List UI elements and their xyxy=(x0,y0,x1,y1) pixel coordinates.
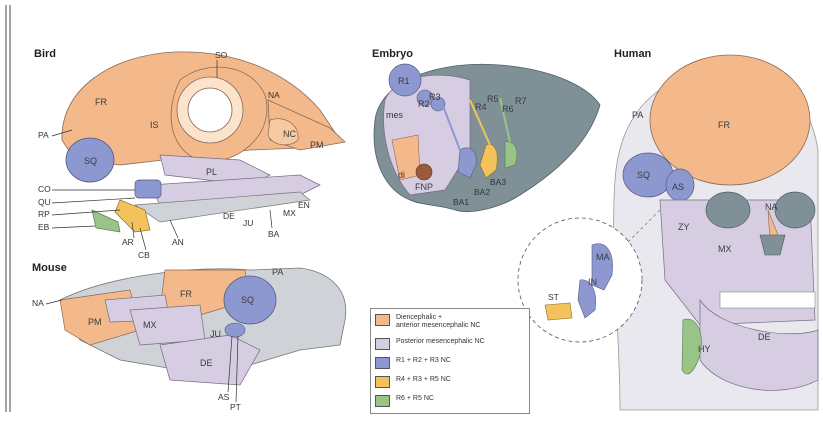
bird-label-is: IS xyxy=(150,120,159,130)
leader-line xyxy=(52,210,120,215)
mouse-label-pt: PT xyxy=(230,402,241,412)
embryo-label-mes: mes xyxy=(386,110,404,120)
bird-label-so: SO xyxy=(215,50,228,60)
legend-item: Diencephalic + anterior mesencephalic NC xyxy=(375,314,480,330)
bird-label-cb: CB xyxy=(138,250,150,260)
bird-label-ba: BA xyxy=(268,229,280,239)
embryo-label-r1: R1 xyxy=(398,76,410,86)
legend-swatch xyxy=(375,395,390,407)
embryo-label-r5: R5 xyxy=(487,94,499,104)
mouse-label-as: AS xyxy=(218,392,230,402)
bird-label-rp: RP xyxy=(38,209,50,219)
bird-eb xyxy=(92,210,120,232)
legend-swatch xyxy=(375,338,390,350)
mouse-middle-ear xyxy=(225,323,245,337)
embryo-label-ba1: BA1 xyxy=(453,197,469,207)
leader-line xyxy=(270,210,272,228)
embryo-label-r2: R2 xyxy=(418,99,430,109)
legend-label: R6 + R5 NC xyxy=(396,395,434,403)
human-label-pa: PA xyxy=(632,110,643,120)
bird-label-pl: PL xyxy=(206,167,217,177)
human-label-ma: MA xyxy=(596,252,610,262)
human-label-sq: SQ xyxy=(637,170,650,180)
human-label-in: IN xyxy=(588,277,597,287)
bird-label-de: DE xyxy=(223,211,235,221)
bird-label-sq: SQ xyxy=(84,156,97,166)
embryo-label-fnp: FNP xyxy=(415,182,433,192)
leader-line xyxy=(170,220,178,238)
embryo-label-r3: R3 xyxy=(429,92,441,102)
mouse-label-sq: SQ xyxy=(241,295,254,305)
leader-line xyxy=(46,300,62,304)
bird-label-ar: AR xyxy=(122,237,134,247)
embryo-label-r7: R7 xyxy=(515,96,527,106)
bird-quadrate xyxy=(135,180,161,198)
embryo-label-r4: R4 xyxy=(475,102,487,112)
legend-swatch xyxy=(375,357,390,369)
bird-eye xyxy=(188,88,232,132)
bird-label-en: EN xyxy=(298,200,310,210)
mouse-label-na: NA xyxy=(32,298,44,308)
human-label-st: ST xyxy=(548,292,559,302)
human-label-zy: ZY xyxy=(678,222,690,232)
legend-item: R1 + R2 + R3 NC xyxy=(375,357,451,369)
human-stapes xyxy=(545,303,572,320)
embryo-fnp xyxy=(416,164,432,180)
human-frontal xyxy=(650,55,810,185)
human-orbit-right xyxy=(775,192,815,228)
panel-title-embryo: Embryo xyxy=(372,48,413,60)
human-label-mx: MX xyxy=(718,244,732,254)
embryo-label-di: di xyxy=(398,170,405,180)
legend-label: Posterior mesencephalic NC xyxy=(396,338,485,346)
human-label-as: AS xyxy=(672,182,684,192)
bird-label-qu: QU xyxy=(38,197,51,207)
bird-label-fr: FR xyxy=(95,97,107,107)
leader-line xyxy=(140,228,146,250)
bird-label-eb: EB xyxy=(38,222,50,232)
legend-label: R4 + R3 + R5 NC xyxy=(396,376,451,384)
human-label-hy: HY xyxy=(698,344,711,354)
embryo-ba3 xyxy=(505,142,517,168)
bird-label-na: NA xyxy=(268,90,280,100)
human-teeth xyxy=(720,292,815,308)
panel-title-bird: Bird xyxy=(34,48,56,60)
mouse-label-ju: JU xyxy=(210,329,221,339)
embryo-label-r6: R6 xyxy=(502,104,514,114)
panel-title-mouse: Mouse xyxy=(32,262,67,274)
mouse-label-mx: MX xyxy=(143,320,157,330)
human-label-fr: FR xyxy=(718,120,730,130)
bird-label-pa: PA xyxy=(38,130,49,140)
bird-label-nc: NC xyxy=(283,129,296,139)
bird-label-an: AN xyxy=(172,237,184,247)
legend-item: R4 + R3 + R5 NC xyxy=(375,376,451,388)
mouse-label-pm: PM xyxy=(88,317,102,327)
human-label-na: NA xyxy=(765,202,778,212)
bird-label-mx: MX xyxy=(283,208,296,218)
mouse-label-de: DE xyxy=(200,358,213,368)
legend-item: Posterior mesencephalic NC xyxy=(375,338,485,350)
legend: Diencephalic + anterior mesencephalic NC… xyxy=(370,308,530,414)
mouse-maxilla xyxy=(130,305,205,345)
legend-swatch xyxy=(375,314,390,326)
mouse-label-fr: FR xyxy=(180,289,192,299)
human-label-de: DE xyxy=(758,332,771,342)
embryo-label-ba2: BA2 xyxy=(474,187,490,197)
legend-label: Diencephalic + anterior mesencephalic NC xyxy=(396,314,480,330)
embryo-label-ba3: BA3 xyxy=(490,177,506,187)
bird-label-co: CO xyxy=(38,184,51,194)
legend-swatch xyxy=(375,376,390,388)
legend-item: R6 + R5 NC xyxy=(375,395,434,407)
leader-line xyxy=(52,226,95,228)
bird-label-ju: JU xyxy=(243,218,253,228)
panel-title-human: Human xyxy=(614,48,651,60)
mouse-label-pa: PA xyxy=(272,267,283,277)
bird-label-pm: PM xyxy=(310,140,324,150)
legend-label: R1 + R2 + R3 NC xyxy=(396,357,451,365)
human-orbit-left xyxy=(706,192,750,228)
